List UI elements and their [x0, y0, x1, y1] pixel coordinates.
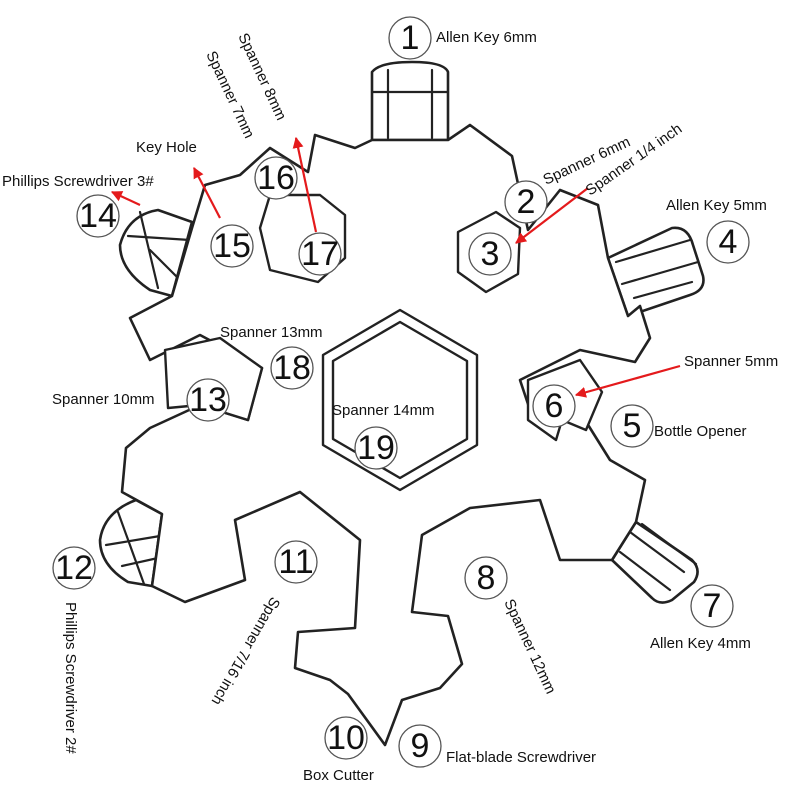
marker-15: 15: [210, 224, 254, 268]
svg-text:15: 15: [213, 227, 251, 265]
callout-arrows: [111, 136, 681, 398]
label-spanner-5mm: Spanner 5mm: [684, 353, 778, 370]
label-allen-key-5mm: Allen Key 5mm: [666, 197, 767, 214]
svg-text:11: 11: [278, 543, 313, 581]
marker-18: 18: [270, 346, 314, 390]
svg-text:10: 10: [327, 719, 365, 757]
marker-14: 14: [76, 194, 120, 238]
numbered-markers: 1 2 3 4 5 6 7 8: [52, 16, 750, 768]
label-phillips-screwdriver-2: Phillips Screwdriver 2#: [62, 602, 79, 754]
svg-text:1: 1: [401, 19, 420, 57]
arrow-key-hole: [193, 167, 221, 219]
svg-text:19: 19: [357, 429, 395, 467]
svg-text:17: 17: [301, 235, 339, 273]
label-spanner-12mm: Spanner 12mm: [500, 597, 559, 697]
arrow-spanner-5mm: [574, 364, 681, 398]
svg-text:5: 5: [623, 407, 642, 445]
marker-11: 11: [274, 540, 318, 584]
marker-16: 16: [254, 156, 298, 200]
svg-text:18: 18: [273, 349, 311, 387]
label-bottle-opener: Bottle Opener: [654, 423, 747, 440]
svg-text:3: 3: [481, 235, 500, 273]
label-spanner-10mm: Spanner 10mm: [52, 391, 155, 408]
arrow-phillips-3: [111, 191, 141, 206]
arrow-spanner-1-4-inch: [515, 187, 589, 244]
arrow-spanner-8mm: [292, 136, 318, 233]
marker-10: 10: [324, 716, 368, 760]
svg-text:7: 7: [703, 587, 722, 625]
allen-key-6mm-bit: [370, 60, 450, 142]
label-spanner-14mm: Spanner 14mm: [332, 402, 435, 419]
svg-text:2: 2: [517, 183, 536, 221]
marker-13: 13: [186, 378, 230, 422]
svg-text:8: 8: [477, 559, 496, 597]
marker-12: 12: [52, 546, 96, 590]
svg-text:16: 16: [257, 159, 295, 197]
svg-text:4: 4: [719, 223, 738, 261]
svg-text:13: 13: [189, 381, 227, 419]
svg-text:6: 6: [545, 387, 564, 425]
marker-1: 1: [388, 16, 432, 60]
svg-text:12: 12: [55, 549, 93, 587]
allen-key-5mm-bit: [606, 226, 705, 318]
marker-3: 3: [468, 232, 512, 276]
label-spanner-7-16-inch: Spanner 7/16 inch: [208, 594, 284, 708]
phillips-screwdriver-3-bit: [118, 208, 194, 298]
label-allen-key-6mm: Allen Key 6mm: [436, 29, 537, 46]
svg-text:9: 9: [411, 727, 430, 765]
label-spanner-13mm: Spanner 13mm: [220, 324, 323, 341]
svg-text:14: 14: [79, 197, 117, 235]
label-allen-key-4mm: Allen Key 4mm: [650, 635, 751, 652]
marker-8: 8: [464, 556, 508, 600]
marker-5: 5: [610, 404, 654, 448]
label-phillips-screwdriver-3: Phillips Screwdriver 3#: [2, 173, 154, 190]
marker-7: 7: [690, 584, 734, 628]
marker-9: 9: [398, 724, 442, 768]
label-flat-blade-screwdriver: Flat-blade Screwdriver: [446, 749, 596, 766]
label-key-hole: Key Hole: [136, 139, 197, 156]
marker-4: 4: [706, 220, 750, 264]
marker-17: 17: [298, 232, 342, 276]
marker-6: 6: [532, 384, 576, 428]
marker-19: 19: [354, 426, 398, 470]
label-box-cutter: Box Cutter: [303, 767, 374, 784]
marker-2: 2: [504, 180, 548, 224]
allen-key-4mm-bit: [610, 520, 699, 604]
